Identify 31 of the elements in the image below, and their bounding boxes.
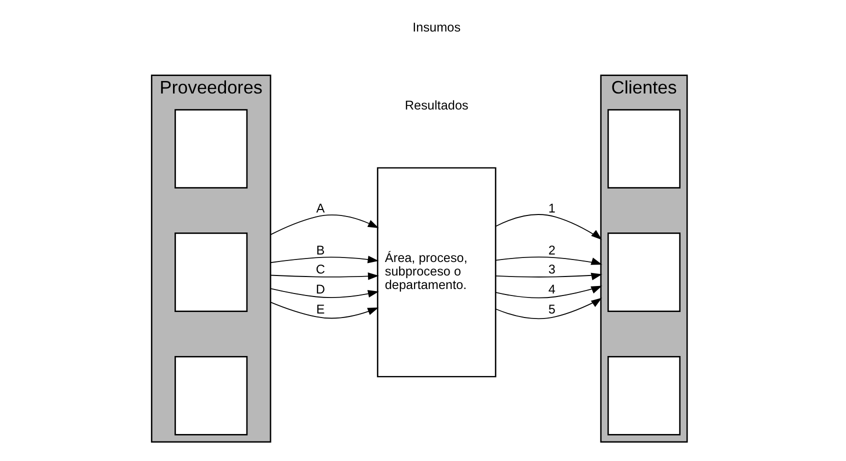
edge-label: C bbox=[316, 262, 326, 276]
edge-label: A bbox=[316, 202, 325, 216]
arrow bbox=[495, 214, 602, 240]
node-box: Área, proceso, subproceso o departamento. bbox=[376, 167, 496, 378]
node-box bbox=[174, 109, 248, 189]
arrow bbox=[495, 286, 602, 298]
edge-label: 1 bbox=[548, 202, 556, 216]
arrow bbox=[270, 288, 379, 298]
cluster: Clientes bbox=[600, 74, 688, 443]
arrow bbox=[495, 272, 602, 280]
edge-label: 5 bbox=[548, 302, 556, 316]
arrow bbox=[270, 302, 379, 319]
label: Resultados bbox=[404, 98, 468, 113]
edge-label: 4 bbox=[548, 282, 556, 296]
edge-label: 2 bbox=[548, 243, 556, 258]
arrow bbox=[270, 256, 379, 264]
arrow bbox=[495, 298, 602, 320]
node-box bbox=[607, 109, 681, 189]
edge-label: 3 bbox=[548, 262, 556, 276]
node-box bbox=[174, 232, 248, 312]
arrow bbox=[270, 272, 379, 280]
arrow bbox=[495, 256, 602, 265]
node-box bbox=[607, 232, 681, 312]
edge-label: E bbox=[316, 302, 325, 316]
arrow bbox=[270, 214, 379, 236]
node-box bbox=[607, 356, 681, 436]
label: Insumos bbox=[412, 20, 461, 34]
edge-label: B bbox=[316, 243, 325, 258]
edge-label: D bbox=[316, 282, 326, 296]
cluster: Proveedores bbox=[150, 74, 272, 443]
node-box bbox=[174, 356, 248, 436]
